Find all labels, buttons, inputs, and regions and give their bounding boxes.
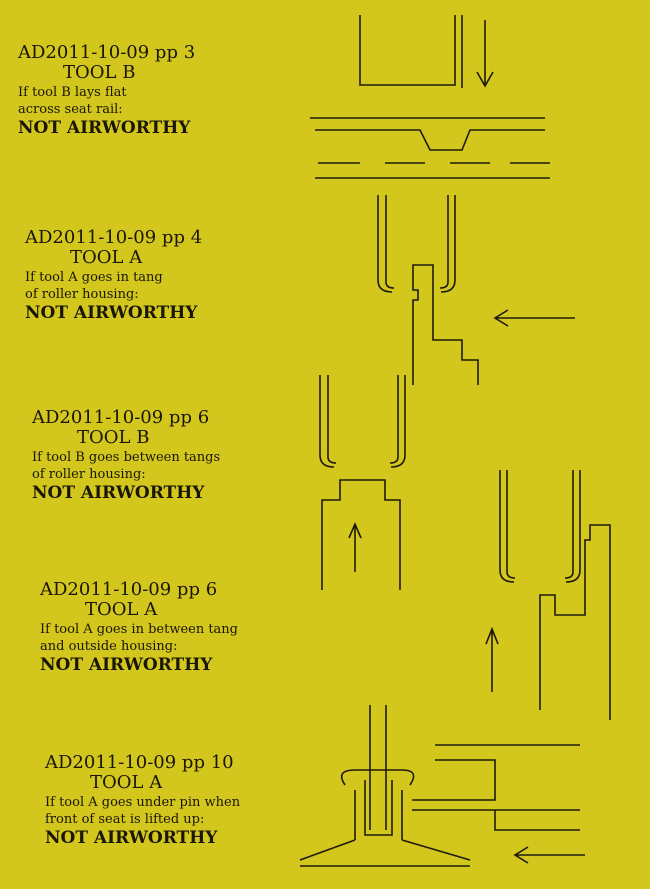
diagram-tool-a-in-tang: [377, 195, 575, 385]
diagram-tool-a-under-pin: [299, 705, 585, 867]
verdict: NOT AIRWORTHY: [32, 483, 205, 504]
diagram-tool-a-between-tang-housing: [485, 470, 611, 720]
condition-line: If tool A goes in tang: [25, 269, 163, 285]
section-pp4-tool-a: AD2011-10-09 pp 4 TOOL A If tool A goes …: [25, 228, 202, 323]
section-pp6-tool-b: AD2011-10-09 pp 6 TOOL B If tool B goes …: [32, 408, 220, 503]
arrow-down-icon: [476, 20, 494, 88]
verdict: NOT AIRWORTHY: [25, 303, 198, 324]
section-title: AD2011-10-09 pp 6: [32, 407, 210, 428]
condition-line: and outside housing:: [40, 638, 178, 654]
condition-line: of roller housing:: [32, 466, 146, 482]
tool-label: TOOL A: [90, 771, 163, 793]
arrow-up-icon: [348, 521, 362, 572]
diagram-tool-b-between-tangs: [319, 375, 406, 590]
section-pp10-tool-a: AD2011-10-09 pp 10 TOOL A If tool A goes…: [45, 753, 240, 848]
arrow-left-icon: [513, 846, 585, 864]
condition-line: If tool A goes under pin when: [45, 794, 241, 810]
verdict: NOT AIRWORTHY: [45, 828, 218, 849]
tool-label: TOOL A: [85, 598, 158, 620]
arrow-left-icon: [493, 309, 575, 327]
section-title: AD2011-10-09 pp 4: [25, 227, 203, 248]
section-pp3-tool-b: AD2011-10-09 pp 3 TOOL B If tool B lays …: [18, 43, 195, 138]
diagram-seat-rail-tool-b: [310, 15, 550, 179]
condition-line: If tool A goes in between tang: [40, 621, 239, 637]
section-title: AD2011-10-09 pp 3: [18, 42, 196, 63]
condition-line: If tool B lays flat: [18, 84, 127, 100]
verdict: NOT AIRWORTHY: [40, 655, 213, 676]
condition-line: front of seat is lifted up:: [45, 811, 205, 827]
verdict: NOT AIRWORTHY: [18, 118, 191, 139]
condition-line: across seat rail:: [18, 101, 123, 117]
tool-label: TOOL A: [70, 246, 143, 268]
arrow-up-icon: [485, 626, 499, 692]
tool-label: TOOL B: [63, 61, 136, 83]
section-title: AD2011-10-09 pp 10: [45, 752, 234, 773]
tool-label: TOOL B: [77, 426, 150, 448]
section-pp6-tool-a: AD2011-10-09 pp 6 TOOL A If tool A goes …: [40, 580, 238, 675]
condition-line: If tool B goes between tangs: [32, 449, 221, 465]
section-title: AD2011-10-09 pp 6: [40, 579, 218, 600]
condition-line: of roller housing:: [25, 286, 139, 302]
